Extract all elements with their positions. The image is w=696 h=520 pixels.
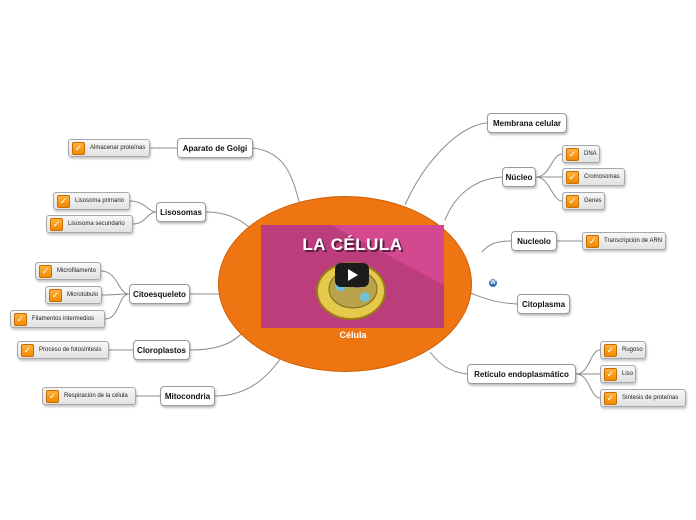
leaf-label: Síntesis de proteínas [622,395,679,401]
leaf-label: Lisosoma primario [75,198,125,204]
check-icon: ✓ [566,147,579,161]
leaf-dna[interactable]: ✓ DNA [562,145,600,163]
check-icon: ✓ [604,367,617,381]
connector-citoplasma [469,292,518,305]
leaf-label: Microfilamento [57,268,97,274]
topic-reticulo-endoplasmatico[interactable]: Retículo endoplasmático [467,364,576,384]
leaf-proceso-fotosintesis[interactable]: ✓ Proceso de fotosíntesis [17,341,109,359]
connector-reticulo [429,351,468,375]
leaf-label: Liso [622,371,634,377]
check-icon: ✓ [57,194,70,208]
topic-nucleolo[interactable]: Nucleolo [511,231,557,251]
topic-mitocondria[interactable]: Mitocondria [160,386,215,406]
check-icon: ✓ [72,141,85,155]
connector-membrana [404,122,488,206]
leaf-almacenar-proteinas[interactable]: ✓ Almacenar proteínas [68,139,150,157]
connector-golgi [252,147,301,206]
leaf-lisosoma-secundario[interactable]: ✓ Lisosoma secundario [46,215,133,233]
topic-lisosomas[interactable]: Lisosomas [156,202,206,222]
check-icon: ✓ [604,391,617,405]
topic-cloroplastos[interactable]: Cloroplastos [133,340,190,360]
connector-cloroplastos [189,329,246,351]
topic-nucleo[interactable]: Núcleo [502,167,536,187]
leaf-respiracion-celula[interactable]: ✓ Respiración de la célula [42,387,136,405]
leaf-liso[interactable]: ✓ Liso [600,365,636,383]
connector-leaf [129,200,157,213]
wordpress-icon[interactable]: W [489,279,497,287]
connector-leaf [575,349,601,375]
check-icon: ✓ [604,343,617,357]
connector-leaf [535,153,563,178]
leaf-genes[interactable]: ✓ Genes [562,192,605,210]
check-icon: ✓ [566,170,579,184]
connector-leaf [535,176,563,202]
topic-membrana-celular[interactable]: Membrana celular [487,113,567,133]
leaf-label: Filamentos intermedios [32,316,95,322]
topic-citoesqueleto[interactable]: Citoesqueleto [129,284,190,304]
leaf-label: Almacenar proteínas [90,145,146,151]
central-topic-label: Célula [339,330,367,340]
leaf-label: Proceso de fotosíntesis [39,347,102,353]
leaf-label: Rugoso [622,347,643,353]
check-icon: ✓ [39,264,52,278]
leaf-transcripcion-arn[interactable]: ✓ Transcripción de ARN [582,232,666,250]
video-title: LA CÉLULA [302,235,403,254]
topic-aparato-golgi[interactable]: Aparato de Golgi [177,138,253,158]
leaf-label: Cromosomas [584,174,620,180]
check-icon: ✓ [46,389,59,403]
leaf-label: Lisosoma secundario [68,221,125,227]
connector-nucleo [444,176,505,221]
leaf-filamentos-intermedios[interactable]: ✓ Filamentos intermedios [10,310,105,328]
leaf-label: DNA [584,151,597,157]
check-icon: ✓ [49,288,62,302]
connector-lisosomas [205,211,253,231]
leaf-sintesis-proteinas[interactable]: ✓ Síntesis de proteínas [600,389,686,407]
topic-citoplasma[interactable]: Citoplasma [517,294,570,314]
check-icon: ✓ [14,312,27,326]
leaf-label: Genes [584,198,602,204]
leaf-label: Microtúbulo [67,292,99,298]
leaf-rugoso[interactable]: ✓ Rugoso [600,341,646,359]
leaf-lisosoma-primario[interactable]: ✓ Lisosoma primario [53,192,130,210]
leaf-microfilamento[interactable]: ✓ Microfilamento [35,262,101,280]
connector-leaf [575,373,601,399]
connector-leaf [104,293,130,320]
check-icon: ✓ [586,234,599,248]
leaf-microtubulo[interactable]: ✓ Microtúbulo [45,286,102,304]
check-icon: ✓ [566,194,579,208]
check-icon: ✓ [21,343,34,357]
leaf-cromosomas[interactable]: ✓ Cromosomas [562,168,625,186]
connector-mitocondria [214,351,286,397]
connector-leaf [100,270,130,295]
leaf-label: Respiración de la célula [64,393,128,399]
connector-nucleolo [481,240,512,253]
connector-leaf [132,211,157,225]
check-icon: ✓ [50,217,63,231]
leaf-label: Transcripción de ARN [604,238,663,244]
play-icon[interactable] [335,263,369,287]
video-thumbnail[interactable]: LA CÉLULA [261,225,444,328]
